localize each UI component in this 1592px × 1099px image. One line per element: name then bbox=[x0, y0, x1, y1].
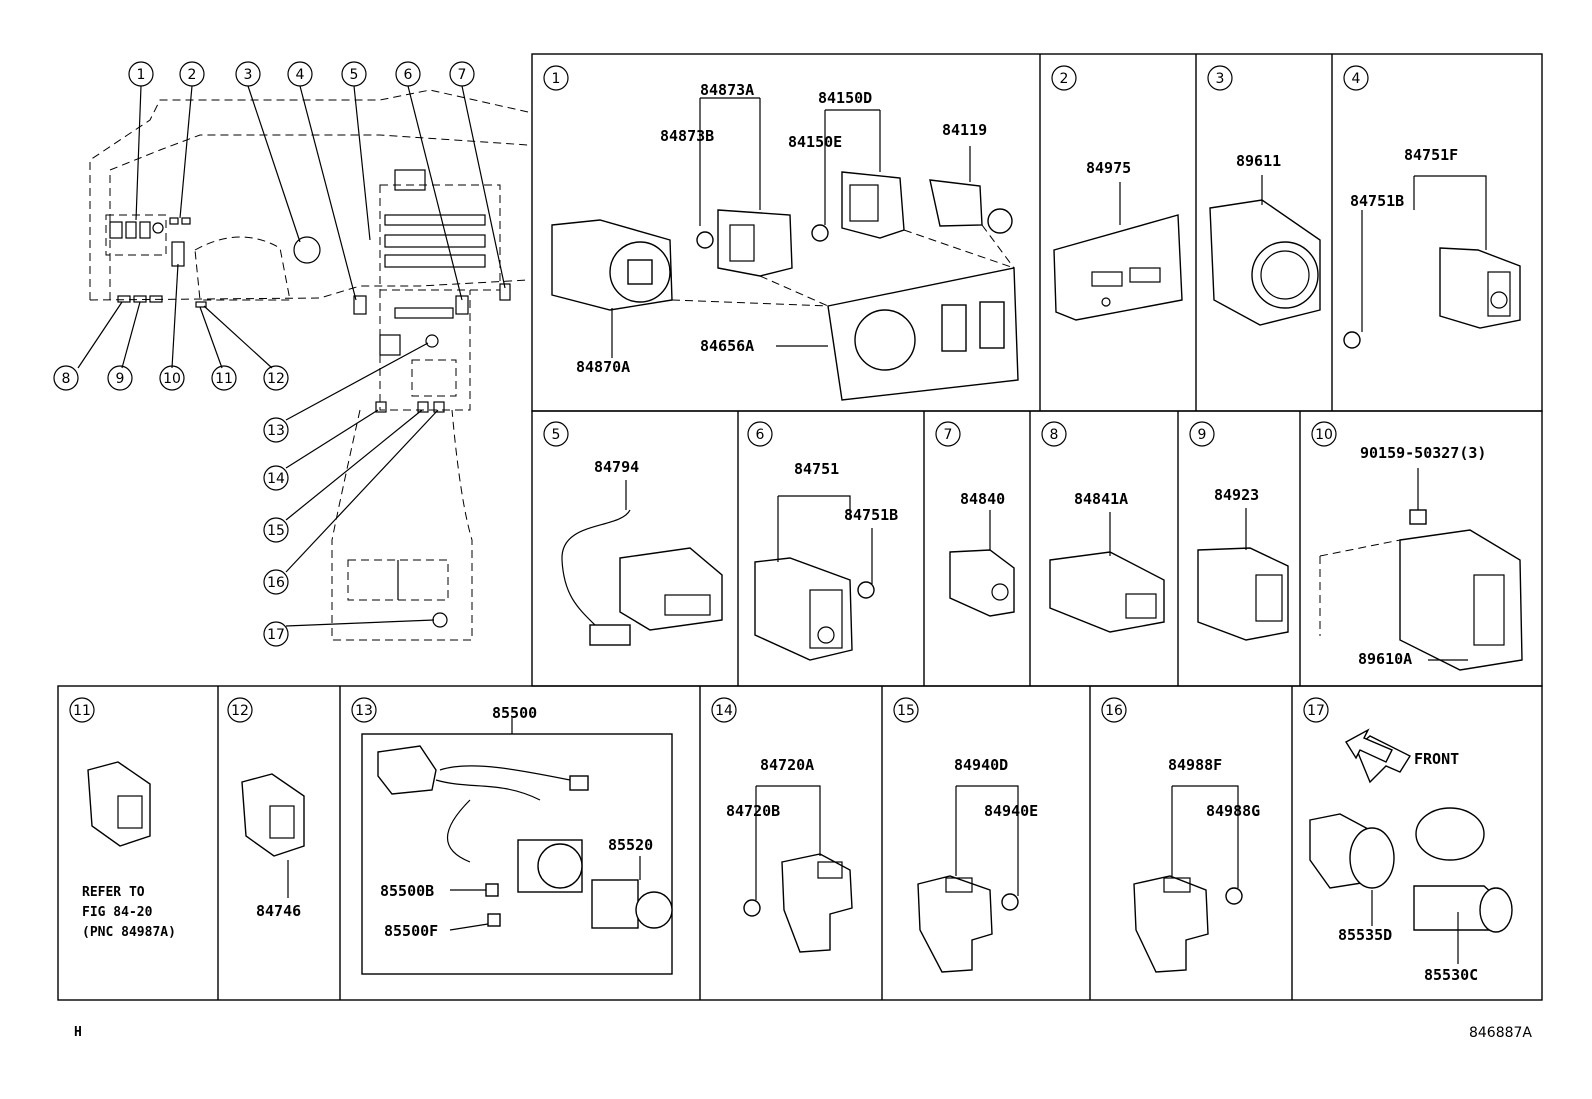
note-refer-line-2: FIG 84-20 bbox=[82, 905, 153, 920]
part-84940E: 84940E bbox=[984, 802, 1038, 820]
panel-8-parts bbox=[1049, 512, 1165, 633]
panel-8-callout: 8 bbox=[1050, 427, 1059, 443]
part-84923: 84923 bbox=[1214, 486, 1259, 504]
part-85500: 85500 bbox=[492, 704, 537, 722]
part-84988G: 84988G bbox=[1206, 802, 1260, 820]
part-84751F: 84751F bbox=[1404, 146, 1458, 164]
part-89610A: 89610A bbox=[1358, 650, 1412, 668]
panel-3-parts bbox=[1209, 175, 1321, 326]
callout-17: 17 bbox=[267, 627, 285, 643]
callout-2: 2 bbox=[188, 67, 197, 83]
part-84988F: 84988F bbox=[1168, 756, 1222, 774]
callout-16: 16 bbox=[267, 575, 285, 591]
part-90159-50327: 90159-50327(3) bbox=[1360, 444, 1486, 462]
part-85530C: 85530C bbox=[1424, 966, 1478, 984]
callout-1: 1 bbox=[137, 67, 146, 83]
panel-frames bbox=[57, 53, 1543, 1001]
part-84794: 84794 bbox=[594, 458, 639, 476]
part-84751B-4: 84751B bbox=[1350, 192, 1404, 210]
part-84840: 84840 bbox=[960, 490, 1005, 508]
panel-7-parts bbox=[949, 510, 1015, 617]
panel-14-callout: 14 bbox=[715, 703, 733, 719]
panel-6-parts bbox=[754, 495, 875, 661]
callout-4: 4 bbox=[296, 67, 305, 83]
part-84656A: 84656A bbox=[700, 337, 754, 355]
overview-callouts: 1 2 3 4 5 6 7 8 9 10 11 12 13 14 15 16 1… bbox=[53, 61, 475, 647]
panel-1-callout: 1 bbox=[552, 71, 561, 87]
note-refer-line-3: (PNC 84987A) bbox=[82, 925, 176, 940]
front-arrow-icon: FRONT bbox=[1345, 728, 1459, 768]
panel-13-callout: 13 bbox=[355, 703, 373, 719]
callout-14: 14 bbox=[267, 471, 285, 487]
panel-10-callout: 10 bbox=[1315, 427, 1333, 443]
front-label: FRONT bbox=[1414, 750, 1459, 768]
panel-5-parts bbox=[561, 480, 723, 646]
panel-3-callout: 3 bbox=[1216, 71, 1225, 87]
part-84873B: 84873B bbox=[660, 127, 714, 145]
part-labels: 84873A 84873B 84150D 84150E 84119 84870A… bbox=[82, 81, 1486, 984]
callout-3: 3 bbox=[244, 67, 253, 83]
panel-10-parts bbox=[1319, 468, 1523, 671]
callout-5: 5 bbox=[350, 67, 359, 83]
panel-14-parts bbox=[743, 785, 853, 953]
panel-16-parts bbox=[1133, 785, 1243, 973]
part-84751B-6: 84751B bbox=[844, 506, 898, 524]
panel-16-callout: 16 bbox=[1105, 703, 1123, 719]
part-89611: 89611 bbox=[1236, 152, 1281, 170]
panel-9-parts bbox=[1197, 508, 1289, 641]
part-85520: 85520 bbox=[608, 836, 653, 854]
part-84746: 84746 bbox=[256, 902, 301, 920]
panel-4-callout: 4 bbox=[1352, 71, 1361, 87]
part-84975: 84975 bbox=[1086, 159, 1131, 177]
overview-leaders bbox=[77, 85, 506, 627]
part-84720B: 84720B bbox=[726, 802, 780, 820]
callout-9: 9 bbox=[116, 371, 125, 387]
part-84841A: 84841A bbox=[1074, 490, 1128, 508]
callout-10: 10 bbox=[163, 371, 181, 387]
part-84940D: 84940D bbox=[954, 756, 1008, 774]
panel-13-parts bbox=[377, 718, 673, 931]
part-84150D: 84150D bbox=[818, 89, 872, 107]
panel-callouts: 1 2 3 4 5 6 7 8 9 10 11 12 13 14 15 16 1… bbox=[69, 65, 1369, 723]
footer-left-code: H bbox=[74, 1025, 82, 1040]
callout-8: 8 bbox=[62, 371, 71, 387]
callout-13: 13 bbox=[267, 423, 285, 439]
callout-12: 12 bbox=[267, 371, 285, 387]
panel-11-parts bbox=[87, 761, 151, 847]
panel-2-callout: 2 bbox=[1060, 71, 1069, 87]
panel-2-parts bbox=[1053, 182, 1183, 321]
part-84870A: 84870A bbox=[576, 358, 630, 376]
panel-11-callout: 11 bbox=[73, 703, 91, 719]
panel-12-callout: 12 bbox=[231, 703, 249, 719]
callout-15: 15 bbox=[267, 523, 285, 539]
part-84720A: 84720A bbox=[760, 756, 814, 774]
part-85500F: 85500F bbox=[384, 922, 438, 940]
panel-1-parts bbox=[551, 97, 1019, 401]
part-84751: 84751 bbox=[794, 460, 839, 478]
part-84119: 84119 bbox=[942, 121, 987, 139]
callout-7: 7 bbox=[458, 67, 467, 83]
callout-6: 6 bbox=[404, 67, 413, 83]
panel-6-callout: 6 bbox=[756, 427, 765, 443]
note-refer-line-1: REFER TO bbox=[82, 885, 145, 900]
dashboard-overview bbox=[89, 89, 529, 641]
part-85535D: 85535D bbox=[1338, 926, 1392, 944]
panel-4-parts bbox=[1343, 175, 1521, 349]
panel-7-callout: 7 bbox=[944, 427, 953, 443]
part-85500B: 85500B bbox=[380, 882, 434, 900]
callout-11: 11 bbox=[215, 371, 233, 387]
panel-15-parts bbox=[917, 785, 1019, 973]
panel-15-callout: 15 bbox=[897, 703, 915, 719]
panel-9-callout: 9 bbox=[1198, 427, 1207, 443]
figure-id: 846887A bbox=[1469, 1025, 1532, 1041]
panel-17-callout: 17 bbox=[1307, 703, 1325, 719]
panel-5-callout: 5 bbox=[552, 427, 561, 443]
part-84150E: 84150E bbox=[788, 133, 842, 151]
panel-12-parts bbox=[241, 773, 305, 898]
part-84873A: 84873A bbox=[700, 81, 754, 99]
